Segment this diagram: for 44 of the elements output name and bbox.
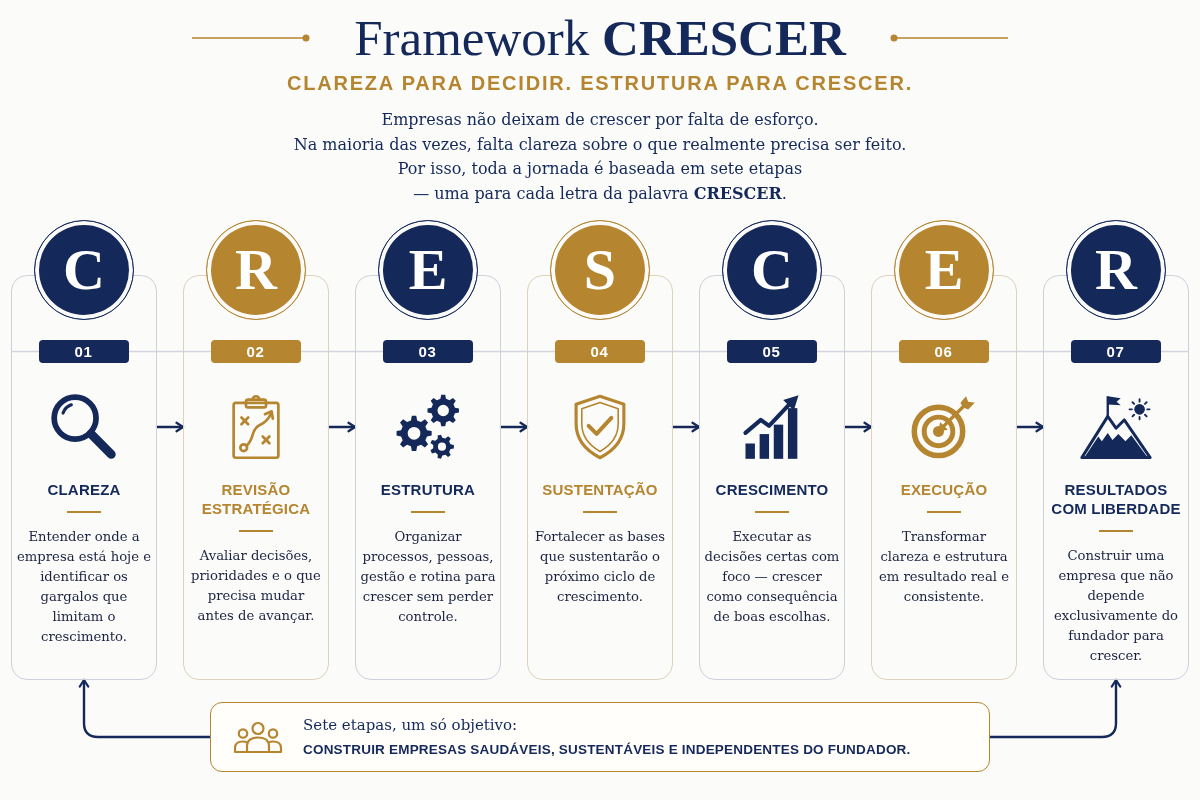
step-title: REVISÃO ESTRATÉGICA [200, 480, 312, 518]
step-title: SUSTENTAÇÃO [542, 480, 658, 499]
step-description: Transformar clareza e estrutura em resultado real e consistente. [878, 528, 1010, 606]
letter-circle: C [34, 220, 134, 320]
goal-box [210, 702, 990, 772]
step-description: Executar as decisões certas com foco — crescer como consequência de boas escolhas. [704, 528, 840, 626]
letter-circle: R [1066, 220, 1166, 320]
step-title: EXECUÇÃO [900, 480, 988, 499]
arrow [78, 678, 212, 739]
step-title: CLAREZA [47, 480, 121, 499]
step-title: RESULTADOS COM LIBERDADE [1050, 480, 1182, 518]
step-number-badge: 01 [38, 340, 129, 363]
step-title: CRESCIMENTO [715, 480, 829, 499]
step-number-badge: 02 [210, 340, 301, 363]
step-number-badge: 06 [898, 340, 989, 363]
step-description: Organizar processos, pessoas, gestão e rotina para crescer sem perder controle. [360, 528, 496, 626]
step-number-badge: 07 [1070, 340, 1161, 363]
letter-circle: R [206, 220, 306, 320]
arrow [988, 678, 1122, 739]
goal-intro: Sete etapas, um só objetivo: [303, 715, 519, 736]
step-description: Fortalecer as bases que sustentarão o próximo ciclo de crescimento. [534, 528, 666, 606]
intro-text: Empresas não deixam de crescer por falta de esforço. [381, 109, 819, 131]
step-number-badge: 05 [726, 340, 817, 363]
intro-text: Por isso, toda a jornada é baseada em sete etapas — uma para cada letra da palavra CRESCER. [396, 158, 804, 205]
arrow [327, 421, 357, 433]
subtitle: CLAREZA PARA DECIDIR. ESTRUTURA PARA CRESCER. [286, 71, 914, 96]
arrow [843, 421, 873, 433]
intro-text: Na maioria das vezes, falta clareza sobre o que realmente precisa ser feito. [293, 133, 907, 156]
step-description: Entender onde a empresa está hoje e identificar os gargalos que limitam o crescimento. [16, 528, 152, 646]
arrow [671, 421, 701, 433]
step-description: Avaliar decisões, prioridades e o que precisa mudar antes de avançar. [190, 547, 322, 625]
step-number-badge: 04 [554, 340, 645, 363]
title: Framework CRESCER [354, 9, 846, 68]
arrow [499, 421, 529, 433]
letter-circle: E [378, 220, 478, 320]
letter-circle: E [894, 220, 994, 320]
letter-circle: S [550, 220, 650, 320]
goal-statement: CONSTRUIR EMPRESAS SAUDÁVEIS, SUSTENTÁVEIS E INDEPENDENTES DO FUNDADOR. [303, 741, 911, 759]
step-number-badge: 03 [382, 340, 473, 363]
step-title: ESTRUTURA [380, 480, 476, 499]
letter-circle: C [722, 220, 822, 320]
arrow [1015, 421, 1045, 433]
step-description: Construir uma empresa que não depende exclusivamente do fundador para crescer. [1052, 547, 1180, 665]
arrow [155, 421, 185, 433]
